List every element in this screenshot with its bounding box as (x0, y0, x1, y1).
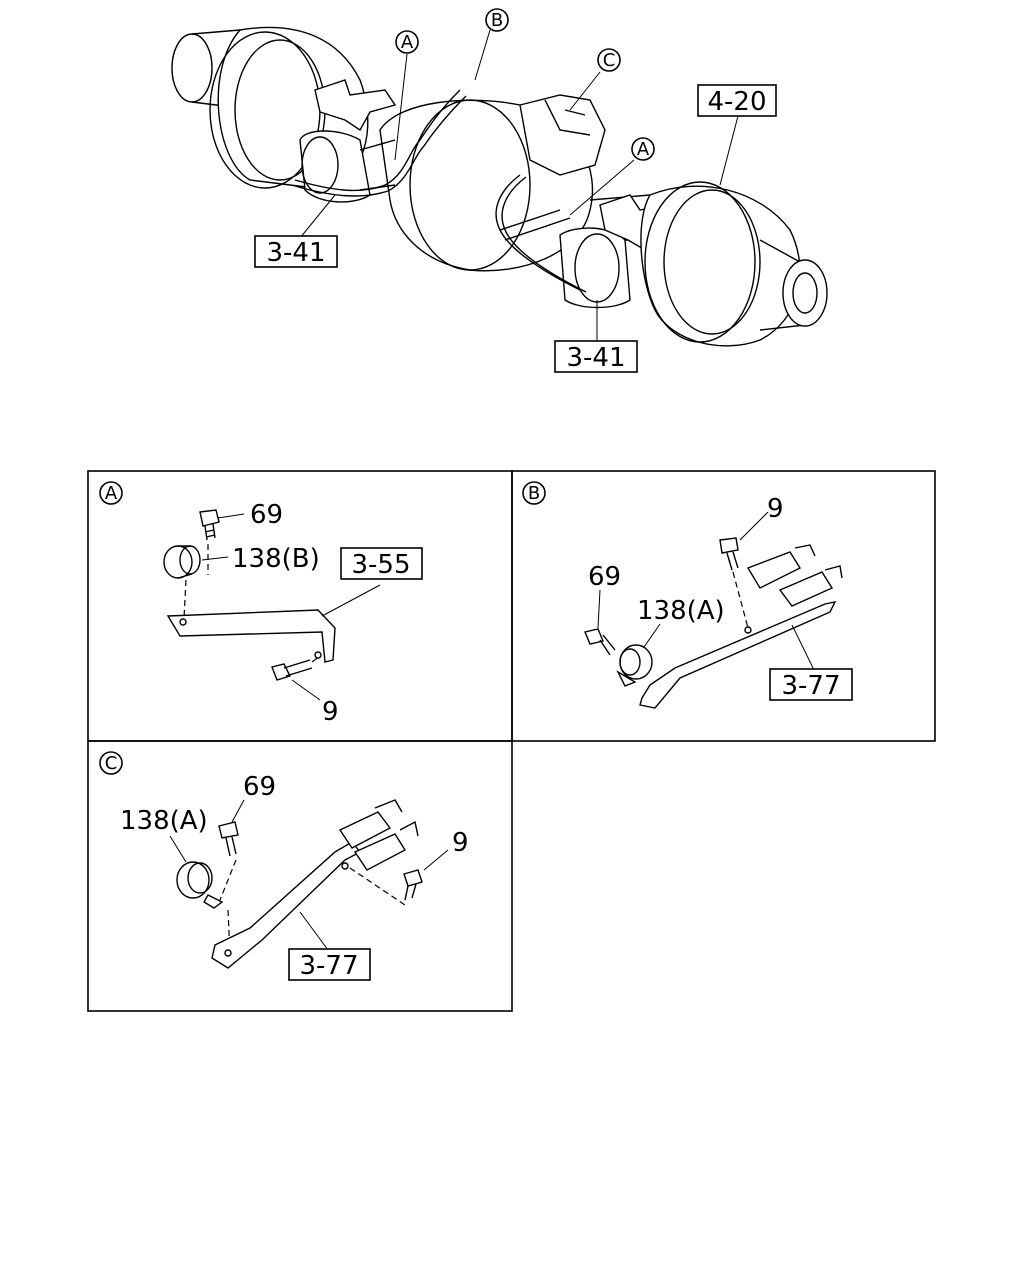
svg-text:3-41: 3-41 (266, 238, 325, 268)
ref-box-3-77-c[interactable]: 3-77 (288, 948, 371, 981)
bolt-icon (199, 509, 220, 541)
connector-icon (338, 799, 419, 871)
callout-c-top: C (597, 48, 621, 72)
bolt-icon (218, 821, 239, 857)
bracket-icon (211, 841, 362, 969)
svg-text:9: 9 (452, 828, 469, 858)
ref-box-3-77-b[interactable]: 3-77 (769, 668, 853, 701)
ref-box-hub-left[interactable]: 3-41 (254, 235, 338, 268)
svg-text:C: C (603, 50, 616, 71)
ref-box-3-55[interactable]: 3-55 (340, 547, 423, 580)
panel-a-frame (87, 470, 513, 742)
connector-icon (746, 544, 843, 607)
svg-text:3-77: 3-77 (299, 951, 358, 981)
clip-icon (616, 644, 653, 687)
svg-text:4-20: 4-20 (707, 87, 766, 117)
panel-a: A 69 138(B) 3-55 (99, 481, 423, 727)
panel-b-frame (511, 470, 936, 742)
svg-text:9: 9 (322, 697, 339, 727)
bracket-icon (639, 601, 837, 709)
svg-text:69: 69 (243, 772, 276, 802)
svg-text:138(B): 138(B) (232, 544, 320, 574)
bolt-icon (719, 537, 739, 571)
panel-b: B 9 69 138(A) (522, 481, 853, 709)
clip-icon (176, 861, 224, 909)
svg-text:A: A (105, 483, 118, 504)
ref-box-axle[interactable]: 4-20 (697, 84, 777, 117)
panel-a-letter: A (99, 481, 123, 505)
svg-text:9: 9 (767, 494, 784, 524)
svg-text:69: 69 (588, 562, 621, 592)
svg-text:3-55: 3-55 (351, 550, 410, 580)
svg-text:C: C (105, 753, 118, 774)
panel-c: C 138(A) 69 (99, 751, 469, 981)
svg-text:138(A): 138(A) (637, 596, 725, 626)
svg-text:138(A): 138(A) (120, 806, 208, 836)
bolt-icon (403, 869, 423, 901)
panel-b-letter: B (522, 481, 546, 505)
svg-text:B: B (528, 483, 540, 504)
bolt-icon (584, 628, 616, 656)
panel-c-letter: C (99, 751, 123, 775)
bracket-icon (166, 609, 336, 663)
callout-b-top: B (485, 8, 509, 32)
svg-text:B: B (491, 10, 503, 31)
panel-c-frame (87, 740, 513, 1012)
bolt-icon (271, 659, 313, 681)
svg-text:A: A (637, 139, 650, 160)
axle-assembly-drawing (171, 26, 828, 347)
clip-icon (163, 545, 201, 579)
callout-a-top: A (395, 30, 419, 54)
svg-text:3-41: 3-41 (566, 343, 625, 373)
svg-text:3-77: 3-77 (781, 671, 840, 701)
callout-a-right: A (631, 137, 655, 161)
svg-text:69: 69 (250, 500, 283, 530)
ref-box-hub-right[interactable]: 3-41 (554, 340, 638, 373)
svg-text:A: A (401, 32, 414, 53)
